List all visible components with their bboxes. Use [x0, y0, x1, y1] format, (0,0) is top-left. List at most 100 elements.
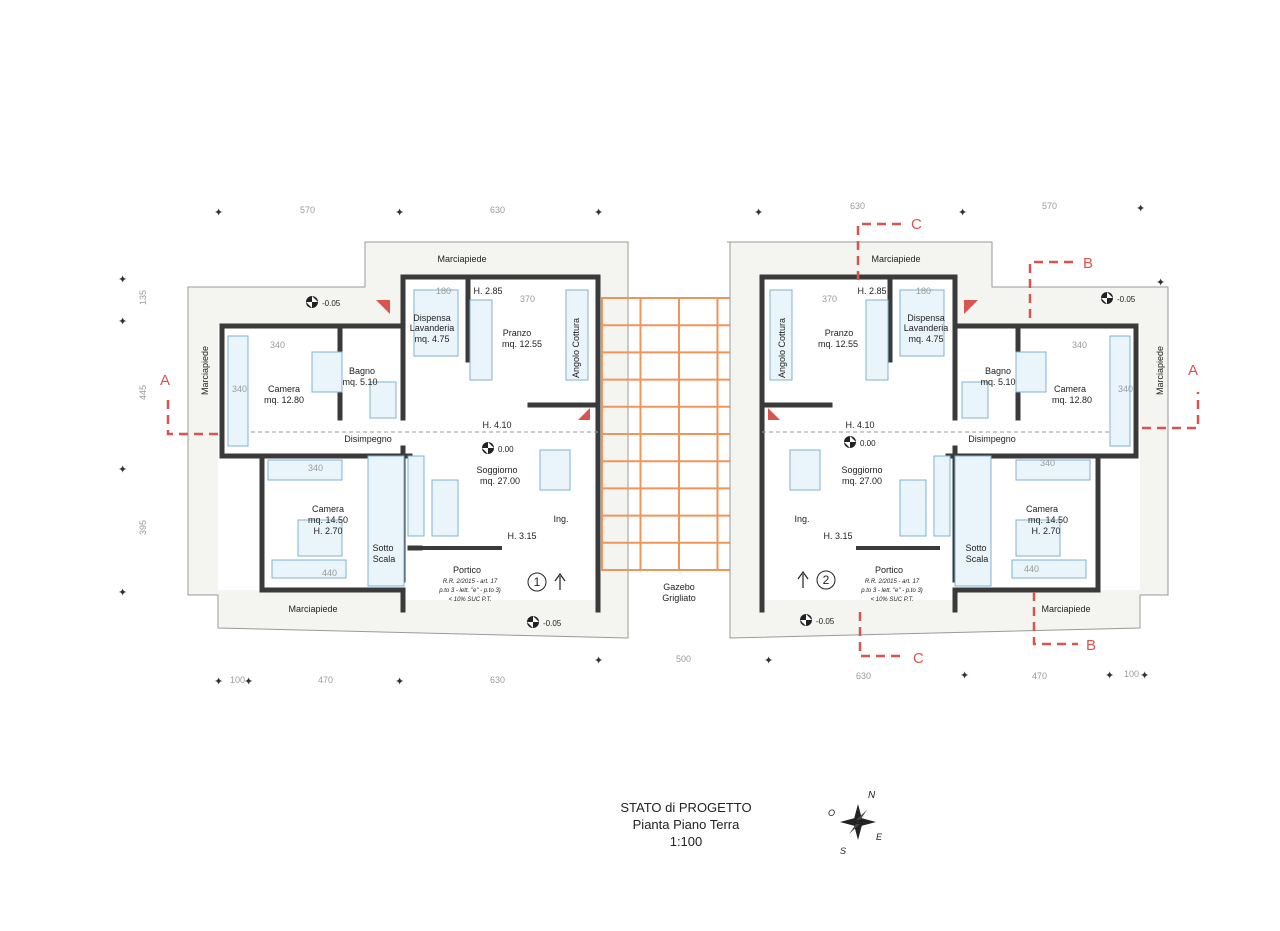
svg-text:✦: ✦	[1156, 276, 1165, 289]
dim-bottom-5: 630	[856, 671, 871, 681]
dim-bottom-1: 100	[230, 675, 245, 685]
label-lavanderia: Lavanderia	[904, 323, 949, 333]
label-camera-2: Camera	[312, 504, 344, 514]
label-dispensa: Dispensa	[413, 313, 451, 323]
section-c-top	[856, 222, 902, 280]
unit-1-note: R.R. 2/2015 - art. 17 p.to 3 - lett. "e"…	[438, 579, 501, 603]
svg-text:✦: ✦	[764, 654, 773, 667]
svg-text:✦: ✦	[118, 586, 127, 599]
svg-text:R.R. 2/2015 - art. 17: R.R. 2/2015 - art. 17	[443, 579, 498, 585]
wardrobe-icon	[227, 335, 249, 447]
svg-text:✦: ✦	[214, 675, 223, 688]
svg-text:180: 180	[916, 286, 931, 296]
label-scala: Scala	[966, 554, 989, 564]
shower-icon	[961, 381, 989, 419]
label-marciapiede-top: Marciapiede	[437, 254, 486, 264]
label-ingresso: Ing.	[553, 514, 568, 524]
svg-text:340: 340	[232, 384, 247, 394]
label-marciapiede-bottom: Marciapiede	[288, 604, 337, 614]
label-disimpegno: Disimpegno	[344, 434, 392, 444]
double-bed-icon	[1015, 519, 1061, 557]
svg-text:-0.05: -0.05	[322, 299, 341, 308]
dim-left-3: 395	[138, 520, 148, 535]
label-height-315: H. 3.15	[507, 531, 536, 541]
svg-text:✦: ✦	[960, 669, 969, 682]
unit-2-badge: 2	[797, 570, 836, 590]
svg-text:0.00: 0.00	[860, 439, 876, 448]
svg-text:370: 370	[822, 294, 837, 304]
svg-text:< 10% SUC P.T.: < 10% SUC P.T.	[871, 597, 914, 603]
label-angolo-cottura: Angolo Cottura	[571, 318, 581, 378]
label-height-410: H. 4.10	[845, 420, 874, 430]
svg-text:✦: ✦	[244, 675, 253, 688]
label-portico: Portico	[453, 565, 481, 575]
label-lavanderia: Lavanderia	[410, 323, 455, 333]
label-soggiorno-area: mq. 27.00	[842, 476, 882, 486]
svg-text:-0.05: -0.05	[1117, 295, 1136, 304]
svg-text:✦: ✦	[594, 654, 603, 667]
svg-text:✦: ✦	[1136, 202, 1145, 215]
dim-left-2: 445	[138, 385, 148, 400]
svg-text:< 10% SUC P.T.: < 10% SUC P.T.	[449, 597, 492, 603]
label-pranzo-area: mq. 12.55	[818, 339, 858, 349]
kitchen-counter-icon	[565, 289, 589, 381]
dim-bottom-7: 100	[1124, 669, 1139, 679]
svg-text:✦: ✦	[958, 206, 967, 219]
svg-text:370: 370	[520, 294, 535, 304]
unit-1-inner-dims: 180 370 340 340 340 440	[232, 286, 535, 578]
section-a-right	[1142, 392, 1200, 430]
label-pranzo: Pranzo	[503, 328, 532, 338]
dim-bottom-6: 470	[1032, 671, 1047, 681]
label-disimpegno: Disimpegno	[968, 434, 1016, 444]
label-portico: Portico	[875, 565, 903, 575]
sofa-icon	[899, 479, 927, 537]
level-marker-bottom: -0.05	[527, 616, 562, 628]
label-bagno: Bagno	[985, 366, 1011, 376]
title-block: STATO di PROGETTO Pianta Piano Terra 1:1…	[620, 800, 751, 849]
label-sotto: Sotto	[372, 543, 393, 553]
dim-bottom-3: 630	[490, 675, 505, 685]
section-a-left	[166, 400, 222, 436]
label-soggiorno-area: mq. 27.00	[480, 476, 520, 486]
label-pranzo: Pranzo	[825, 328, 854, 338]
level-marker-mid: 0.00	[482, 442, 514, 454]
dining-table-icon	[789, 449, 821, 491]
label-marciapiede-side: Marciapiede	[200, 346, 210, 395]
shower-icon	[369, 381, 397, 419]
unit-1-labels: Marciapiede Marciapiede Marciapiede Disp…	[200, 254, 581, 614]
svg-text:340: 340	[270, 340, 285, 350]
double-bed-icon	[297, 519, 343, 557]
entrance-arrow-icon	[797, 570, 809, 588]
dim-top-3: 630	[850, 201, 865, 211]
svg-text:R.R. 2/2015 - art. 17: R.R. 2/2015 - art. 17	[865, 579, 920, 585]
svg-text:1: 1	[534, 575, 541, 589]
wardrobe-icon	[1109, 335, 1131, 447]
sofa-icon	[431, 479, 459, 537]
label-camera-2-area: mq. 14.50	[308, 515, 348, 525]
label-marciapiede-side: Marciapiede	[1155, 346, 1165, 395]
svg-text:340: 340	[308, 463, 323, 473]
compass-s: S	[840, 846, 846, 856]
label-bagno-area: mq. 5.10	[342, 377, 377, 387]
label-sotto: Sotto	[965, 543, 986, 553]
section-label-c-top: C	[911, 216, 922, 233]
drawing-scale: 1:100	[670, 834, 703, 849]
level-marker-bottom: -0.05	[800, 614, 835, 626]
svg-text:✦: ✦	[1140, 669, 1149, 682]
unit-1: Marciapiede Marciapiede Marciapiede Disp…	[187, 241, 629, 639]
section-label-b-top: B	[1083, 255, 1093, 272]
svg-text:340: 340	[1118, 384, 1133, 394]
dim-top-4: 570	[1042, 201, 1057, 211]
svg-text:✦: ✦	[594, 206, 603, 219]
label-camera-1: Camera	[1054, 384, 1086, 394]
svg-text:440: 440	[322, 568, 337, 578]
svg-text:✦: ✦	[1105, 669, 1114, 682]
dim-bottom-2: 470	[318, 675, 333, 685]
label-soggiorno: Soggiorno	[476, 465, 517, 475]
svg-text:340: 340	[1072, 340, 1087, 350]
svg-text:✦: ✦	[395, 206, 404, 219]
label-camera-1-area: mq. 12.80	[264, 395, 304, 405]
svg-text:-0.05: -0.05	[816, 617, 835, 626]
label-lavanderia-area: mq. 4.75	[908, 334, 943, 344]
